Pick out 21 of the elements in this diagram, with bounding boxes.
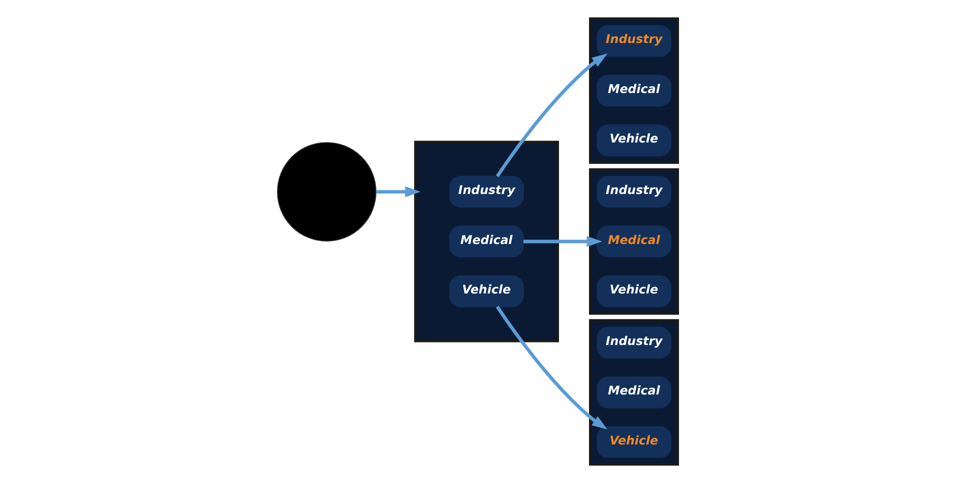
cluster xyxy=(414,140,558,342)
node-box: Medical xyxy=(448,226,524,258)
cluster xyxy=(588,168,678,315)
arrow xyxy=(495,306,607,430)
node-box: Vehicle xyxy=(448,275,524,308)
node-box: Vehicle xyxy=(596,426,671,458)
arrow xyxy=(495,54,607,178)
node-box: Vehicle xyxy=(596,275,671,308)
node-circle xyxy=(276,142,376,242)
node-box: Industry xyxy=(596,176,671,208)
node-box: Industry xyxy=(448,176,524,208)
node-box: Industry xyxy=(596,25,671,57)
cluster xyxy=(588,319,678,466)
node-box: Industry xyxy=(596,326,671,358)
arrow xyxy=(376,186,420,198)
node-box: Medical xyxy=(596,376,671,408)
arrow xyxy=(522,236,602,247)
node-box: Medical xyxy=(596,74,671,106)
cluster xyxy=(588,17,678,164)
node-box: Vehicle xyxy=(596,124,671,156)
node-box: Medical xyxy=(596,226,671,258)
